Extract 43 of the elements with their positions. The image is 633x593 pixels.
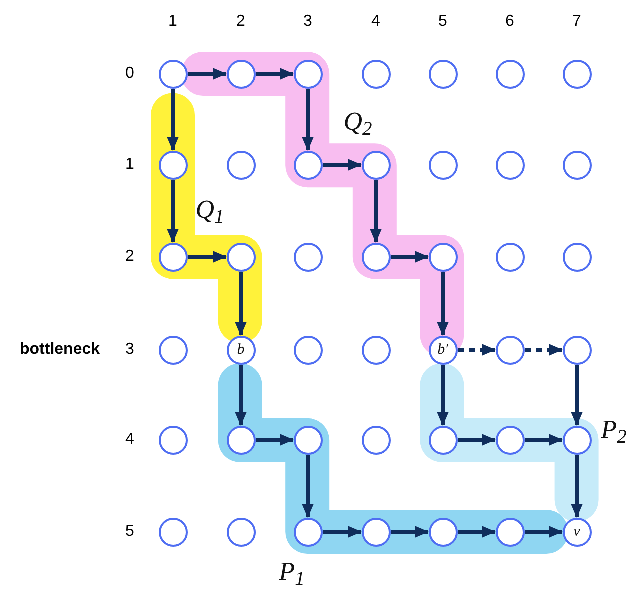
path-label: P$_{1}$ xyxy=(279,559,305,585)
arrow xyxy=(370,180,382,243)
arrow xyxy=(391,526,429,538)
path-label: Q$_{1}$ xyxy=(196,197,224,223)
arrow xyxy=(256,68,294,80)
arrow xyxy=(525,526,563,538)
grid-index: 6 xyxy=(506,14,514,30)
arrow xyxy=(571,455,583,518)
arrow xyxy=(458,526,496,538)
grid-index: 0 xyxy=(126,66,134,82)
grid-index: 5 xyxy=(438,14,448,30)
grid-index: 4 xyxy=(126,432,134,448)
arrow xyxy=(323,159,362,171)
grid-index: 5 xyxy=(126,524,134,540)
grid-index: 7 xyxy=(572,14,582,30)
arrow xyxy=(188,68,227,80)
arrow xyxy=(525,434,563,446)
arrow xyxy=(256,434,294,446)
arrow xyxy=(525,344,563,356)
arrow xyxy=(571,365,583,426)
grid-index: 1 xyxy=(126,157,134,173)
arrow xyxy=(437,365,449,426)
arrow xyxy=(323,526,362,538)
arrow xyxy=(235,272,247,336)
arrow xyxy=(458,434,496,446)
arrow xyxy=(302,455,314,518)
arrow xyxy=(188,251,227,263)
grid-index: 2 xyxy=(126,249,134,265)
arrow xyxy=(167,89,179,151)
arrow xyxy=(167,180,179,243)
arrow xyxy=(235,365,247,426)
path-label: Q$_{2}$ xyxy=(344,109,372,135)
arrow xyxy=(458,344,496,356)
grid-index: 2 xyxy=(236,14,246,30)
arrow xyxy=(437,272,449,336)
arrow xyxy=(391,251,429,263)
arrow xyxy=(302,89,314,151)
grid-index: 3 xyxy=(126,342,134,358)
path-label: P$_{2}$ xyxy=(601,417,627,443)
grid-index: 1 xyxy=(168,14,178,30)
row-label: bottleneck xyxy=(20,342,100,358)
grid-index: 4 xyxy=(372,14,380,30)
grid-index: 3 xyxy=(304,14,312,30)
